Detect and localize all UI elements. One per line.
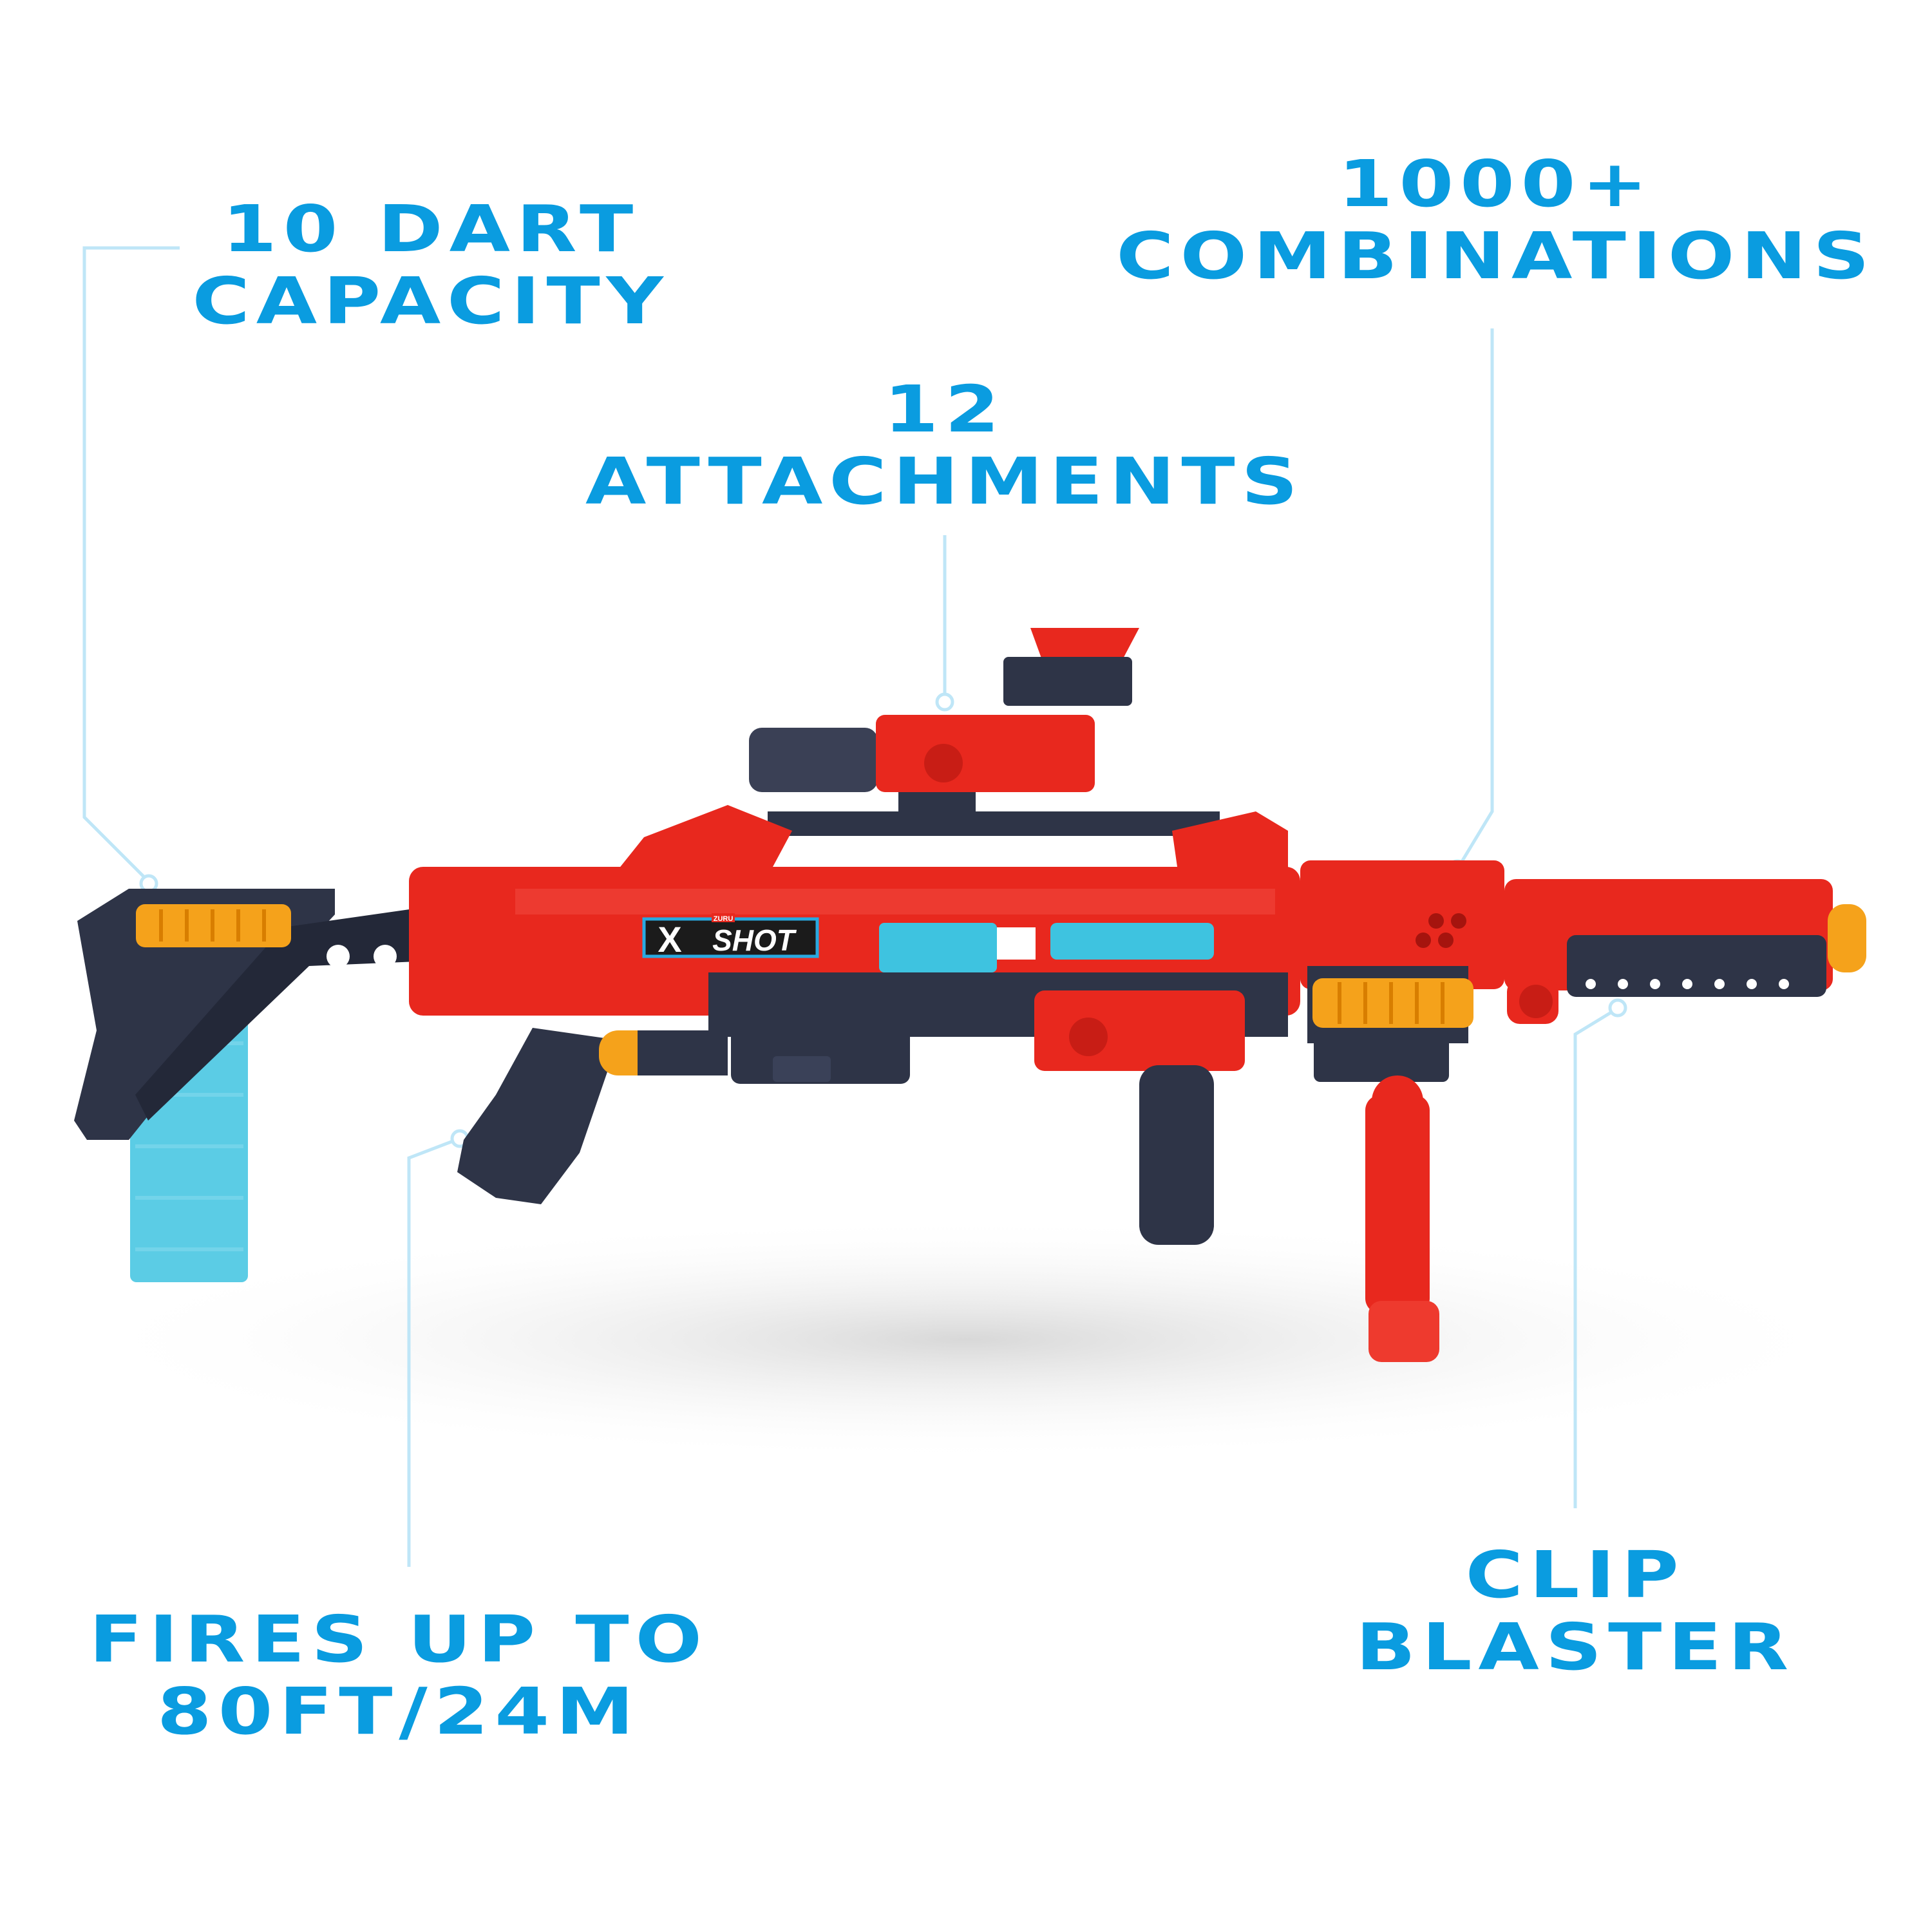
callout-range-line2: 80FT/24M xyxy=(156,1674,641,1749)
red-dot-sight xyxy=(1030,628,1139,663)
pistol-grip xyxy=(457,1028,618,1204)
callout-attachments: 12 ATTACHMENTS xyxy=(585,374,1298,518)
barrel-mid xyxy=(1300,860,1504,989)
callout-combinations-line2: COMBINATIONS xyxy=(1116,218,1876,294)
callout-attachments-line1: 12 xyxy=(884,372,1006,447)
fore-slide xyxy=(1034,990,1245,1071)
svg-text:X: X xyxy=(658,919,681,960)
xshot-logo: ZURU X SHOT xyxy=(642,913,819,960)
callout-combinations-line1: 1000+ xyxy=(1338,146,1654,222)
top-rail xyxy=(768,811,1220,836)
callout-clip-line1: CLIP xyxy=(1465,1537,1685,1613)
bipod-leg xyxy=(1365,1095,1430,1314)
callout-capacity-line1: 10 DART xyxy=(222,191,639,267)
vertical-grip xyxy=(1139,1065,1214,1245)
callout-capacity: 10 DART CAPACITY xyxy=(192,193,663,337)
callout-clip-line2: BLASTER xyxy=(1356,1609,1795,1685)
under-rail xyxy=(1567,935,1826,997)
callout-range-line1: FIRES UP TO xyxy=(89,1602,708,1677)
barrel-tip xyxy=(1828,904,1866,972)
priming-window xyxy=(879,923,997,972)
svg-text:ZURU: ZURU xyxy=(714,915,734,923)
callout-range: FIRES UP TO 80FT/24M xyxy=(89,1604,702,1748)
scope-lens xyxy=(749,728,878,792)
floor-shadow xyxy=(64,1217,1868,1462)
callout-capacity-line2: CAPACITY xyxy=(192,263,670,339)
callout-attachments-line2: ATTACHMENTS xyxy=(585,444,1305,519)
side-window xyxy=(1050,923,1214,960)
svg-text:SHOT: SHOT xyxy=(712,923,797,957)
callout-clip: CLIP BLASTER xyxy=(1356,1539,1788,1683)
callout-combinations: 1000+ COMBINATIONS xyxy=(1116,148,1870,292)
